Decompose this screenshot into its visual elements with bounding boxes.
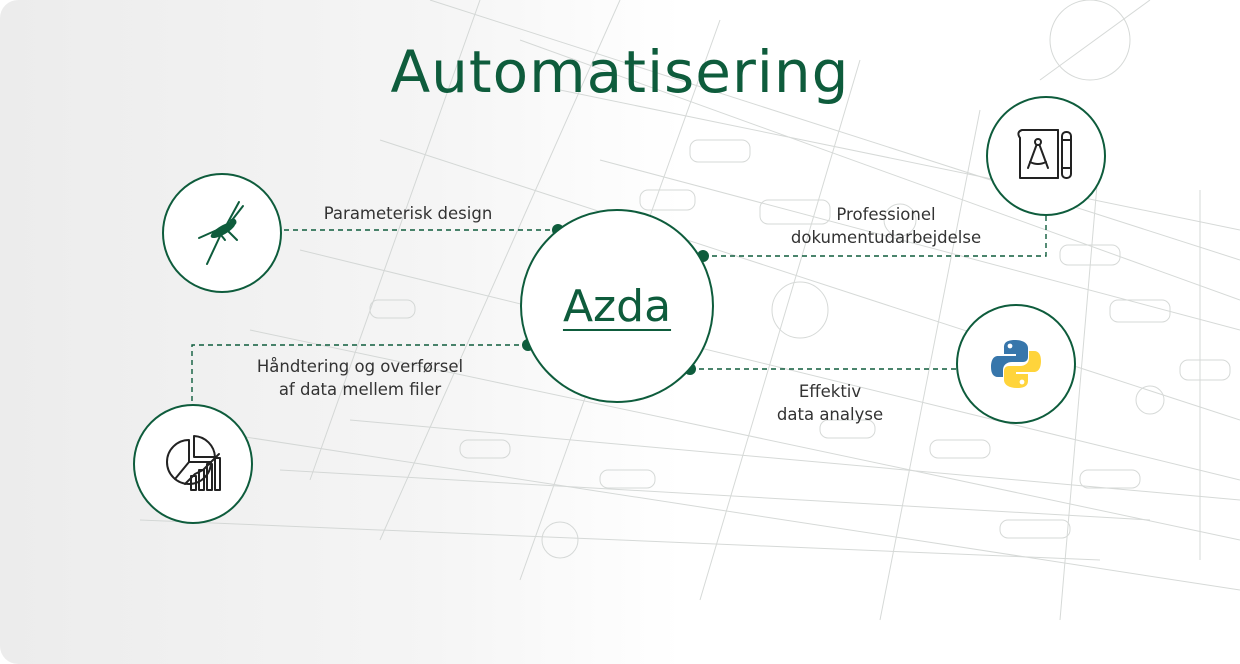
- python-logo-icon: [991, 340, 1041, 388]
- page-title: Automatisering: [390, 38, 850, 106]
- connector-documentation: [703, 214, 1047, 257]
- grasshopper-icon: [198, 201, 244, 265]
- chart-analytics-icon: [166, 435, 221, 491]
- node-data-analysis: [956, 304, 1076, 424]
- label-documentation: Professionel dokumentudarbejdelse: [790, 205, 982, 247]
- node-data-transfer: [133, 404, 253, 524]
- center-node: Azda: [520, 209, 714, 403]
- center-label: Azda: [562, 280, 672, 332]
- label-data-transfer: Håndtering og overførsel af data mellem …: [256, 357, 464, 399]
- label-data-analysis: Effektiv data analyse: [776, 382, 884, 424]
- node-parametric-design: [162, 173, 282, 293]
- drafting-compass-icon: [1017, 129, 1072, 179]
- connector-data-transfer: [191, 344, 528, 404]
- label-parametric-design: Parameterisk design: [323, 204, 493, 223]
- node-documentation: [986, 96, 1106, 216]
